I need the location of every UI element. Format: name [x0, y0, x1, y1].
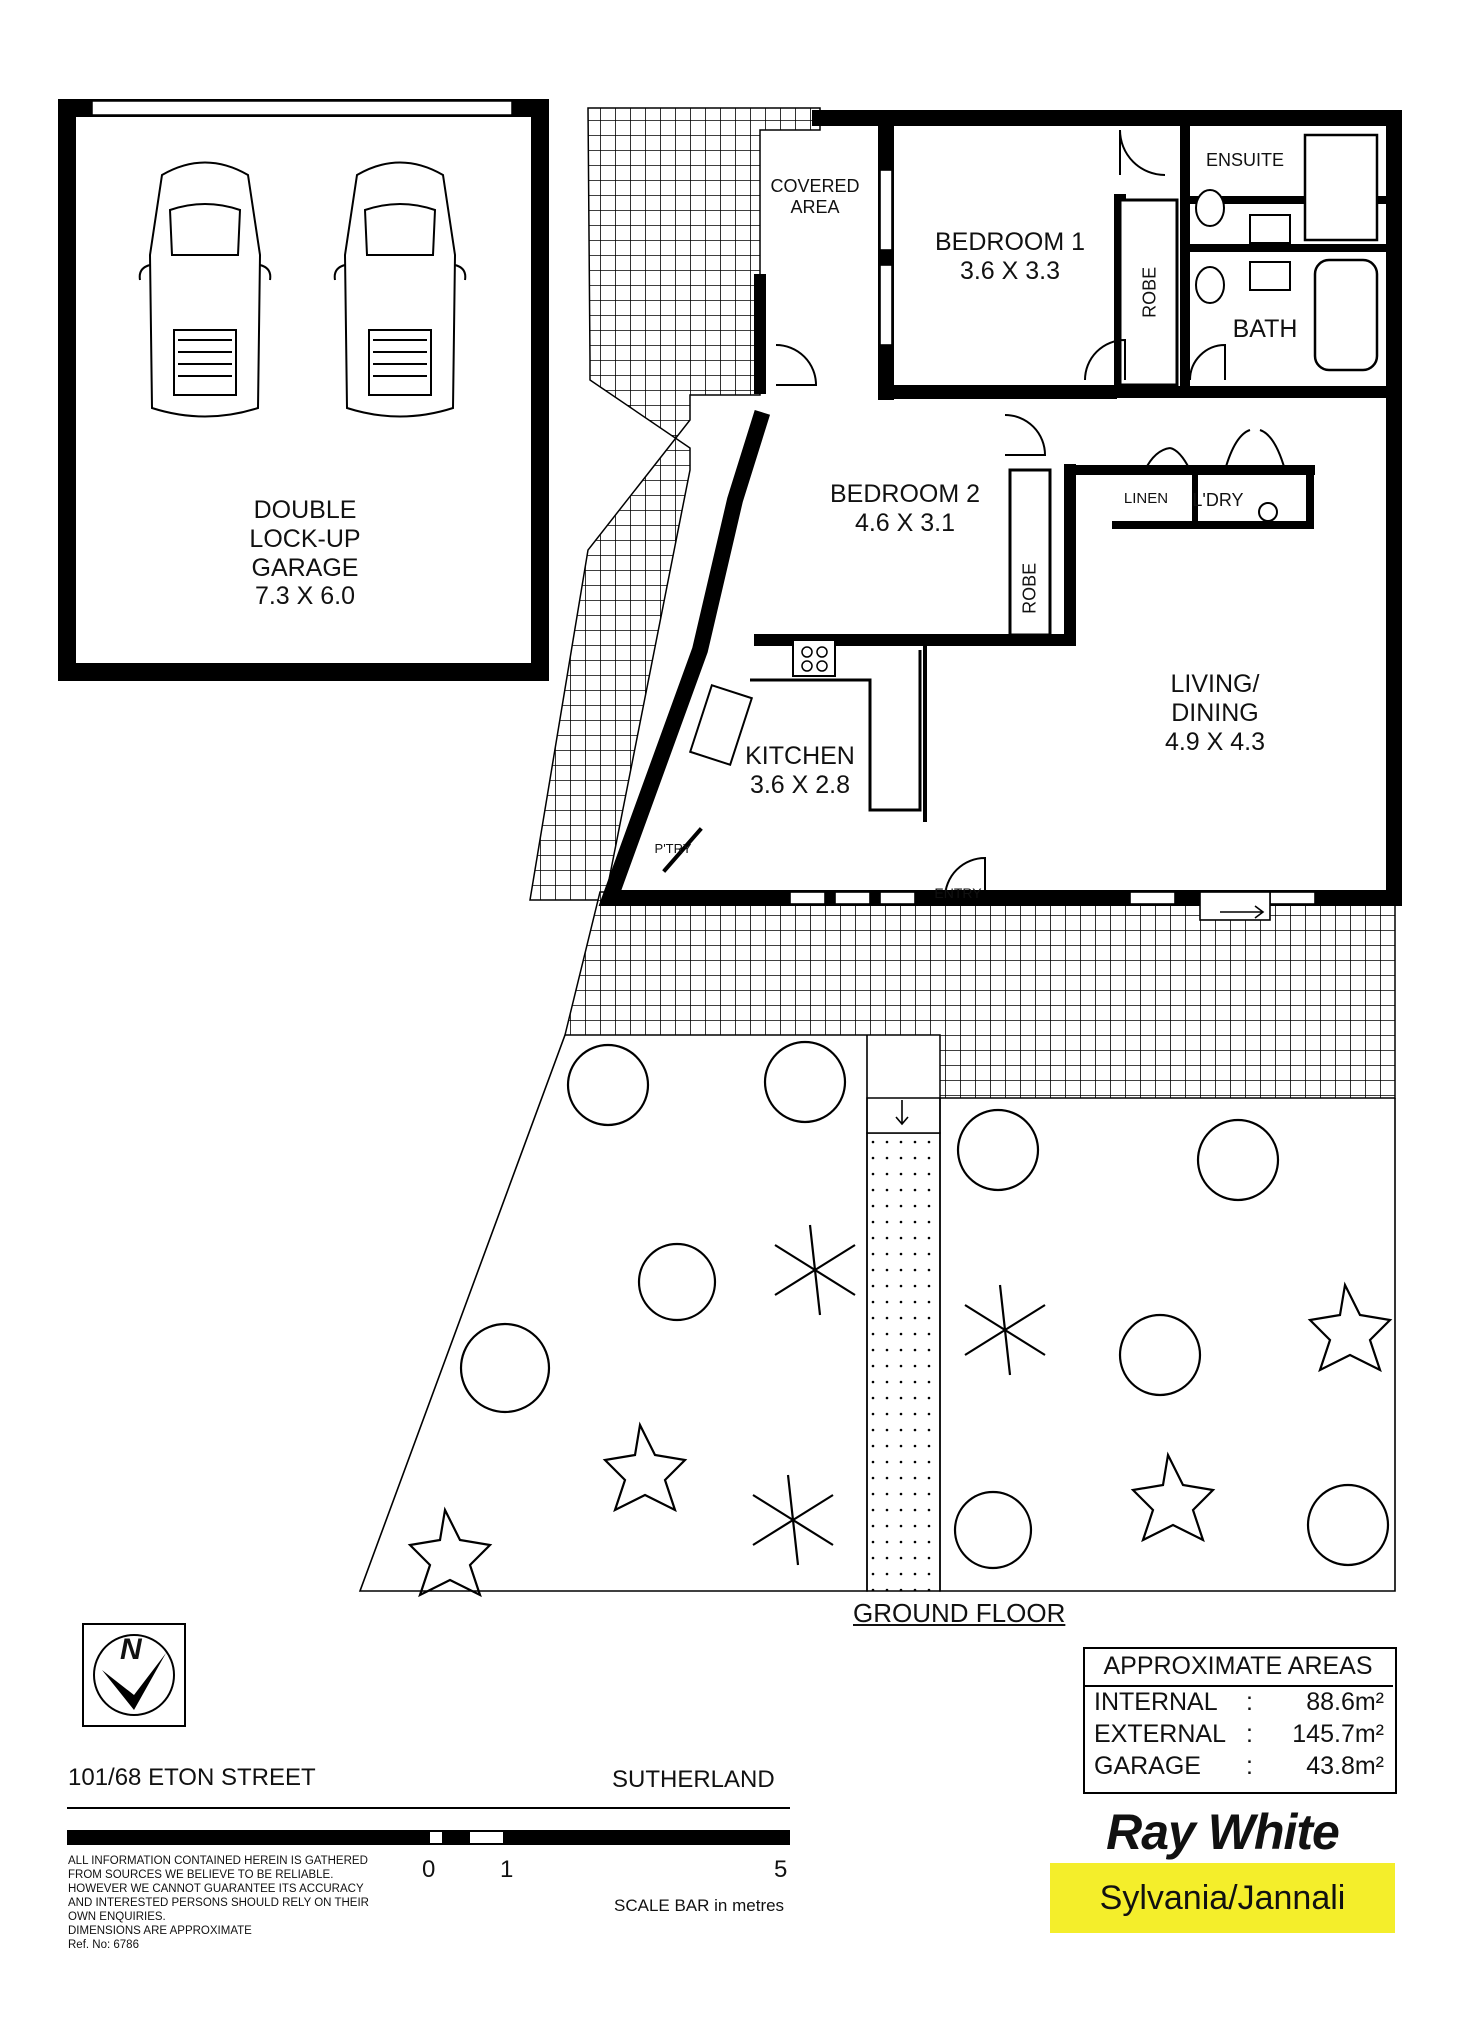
kitchen-dimensions: 3.6 X 2.8	[749, 770, 851, 799]
bedroom2-name: BEDROOM 2	[829, 480, 981, 508]
areas-label: INTERNAL	[1094, 1688, 1218, 1716]
garden-path	[866, 1132, 941, 1592]
north-arrow-icon: N	[82, 1623, 186, 1727]
areas-row-garage: GARAGE : 43.8m²	[1094, 1752, 1384, 1781]
laundry-label: L'DRY	[1192, 490, 1244, 510]
bedroom1-label: BEDROOM 1 3.6 X 3.3	[920, 228, 1100, 286]
property-address: 101/68 ETON STREET	[68, 1764, 316, 1791]
covered-area-line-2: AREA	[790, 196, 840, 217]
garage-label: DOUBLE LOCK-UP GARAGE 7.3 X 6.0	[225, 496, 385, 611]
bedroom2-dimensions: 4.6 X 3.1	[854, 508, 956, 537]
linen-label: LINEN	[1123, 490, 1169, 507]
bedroom1-dimensions: 3.6 X 3.3	[959, 256, 1061, 285]
areas-heading: APPROXIMATE AREAS	[1083, 1647, 1393, 1687]
robe1-label: ROBE	[1139, 266, 1160, 318]
garden-trees	[407, 1040, 1393, 1598]
scale-tick-5: 5	[774, 1856, 788, 1883]
areas-row-internal: INTERNAL : 88.6m²	[1094, 1688, 1384, 1717]
scale-bar	[67, 1830, 790, 1845]
covered-area-tiles	[529, 107, 821, 901]
bath-label: BATH	[1232, 315, 1298, 343]
path-step	[866, 1097, 941, 1134]
living-dimensions: 4.9 X 4.3	[1164, 727, 1266, 756]
areas-sep: :	[1246, 1688, 1253, 1716]
pantry-label: P'TRY	[654, 841, 692, 856]
areas-label: EXTERNAL	[1094, 1720, 1226, 1748]
living-name-line-1: LIVING/	[1170, 670, 1260, 698]
front-terrace-tiles	[564, 891, 1396, 1099]
kitchen-label: KITCHEN 3.6 X 2.8	[730, 742, 870, 800]
areas-sep: :	[1246, 1752, 1253, 1780]
garage-name-line-3: GARAGE	[251, 553, 359, 582]
robe-1	[1118, 198, 1179, 387]
car-right-icon	[333, 161, 467, 418]
agency-logo: Ray White	[1106, 1804, 1340, 1860]
kitchen-name: KITCHEN	[745, 742, 855, 770]
garage-name-line-2: LOCK-UP	[249, 524, 361, 553]
property-suburb: SUTHERLAND	[612, 1766, 775, 1793]
bedroom1-name: BEDROOM 1	[934, 228, 1086, 256]
entry-label: ENTRY	[934, 885, 982, 901]
car-left-icon	[138, 161, 272, 418]
covered-area-label: COVERED AREA	[765, 176, 865, 217]
scale-tick-0: 0	[422, 1856, 436, 1883]
bath-tub	[1313, 258, 1379, 372]
areas-label: GARAGE	[1094, 1752, 1201, 1780]
areas-box	[1083, 1647, 1397, 1794]
garage-dimensions: 7.3 X 6.0	[254, 582, 356, 611]
ensuite-label: ENSUITE	[1205, 150, 1284, 170]
garage-name-line-1: DOUBLE	[253, 496, 357, 524]
kitchen-bench	[750, 650, 922, 812]
areas-value: 145.7m²	[1292, 1720, 1384, 1748]
areas-row-external: EXTERNAL : 145.7m²	[1094, 1720, 1384, 1749]
disclaimer-text: ALL INFORMATION CONTAINED HEREIN IS GATH…	[68, 1855, 369, 1951]
areas-value: 88.6m²	[1306, 1688, 1384, 1716]
living-name-line-2: DINING	[1171, 698, 1259, 727]
bedroom2-label: BEDROOM 2 4.6 X 3.1	[815, 480, 995, 538]
agency-office: Sylvania/Jannali	[1050, 1863, 1395, 1933]
living-label: LIVING/ DINING 4.9 X 4.3	[1135, 670, 1295, 756]
covered-area-line-1: COVERED	[770, 176, 860, 196]
scale-tick-1: 1	[500, 1856, 514, 1883]
robe-2	[1008, 468, 1052, 637]
garden-boundary	[358, 1034, 868, 1592]
scale-caption: SCALE BAR in metres	[614, 1896, 785, 1915]
areas-value: 43.8m²	[1306, 1752, 1384, 1780]
floor-title: GROUND FLOOR	[853, 1598, 1066, 1628]
shower	[1303, 133, 1379, 242]
robe2-label: ROBE	[1019, 562, 1040, 614]
areas-sep: :	[1246, 1720, 1253, 1748]
north-label: N	[120, 1633, 142, 1666]
